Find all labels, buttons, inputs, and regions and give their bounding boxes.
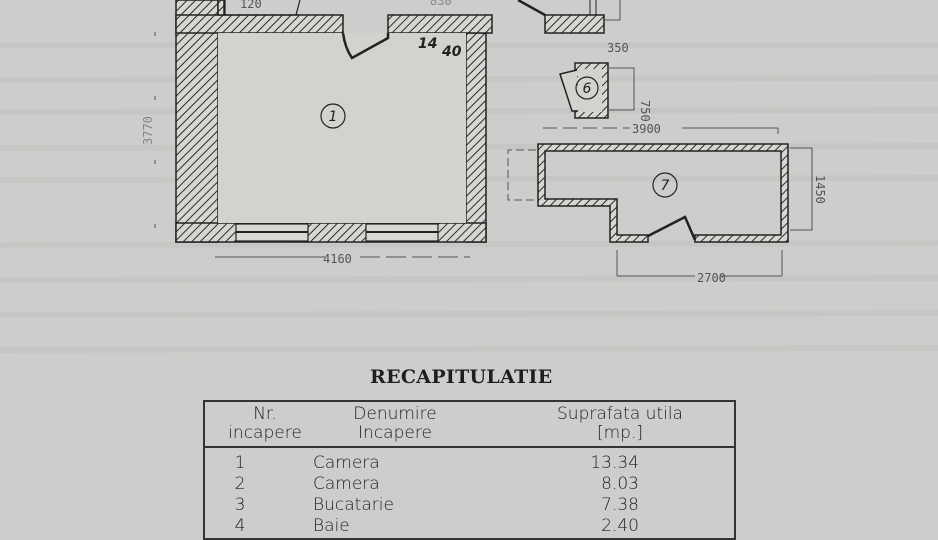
dim-40: 40 <box>441 44 462 60</box>
room-label-1: 1 <box>320 103 346 129</box>
dim-14: 14 <box>418 36 437 52</box>
svg-text:7: 7 <box>661 178 670 194</box>
room-1-floor <box>218 33 466 223</box>
windows <box>235 223 439 242</box>
summary-title: RECAPITULATIE <box>370 366 553 388</box>
dim-120: 120 <box>240 0 262 11</box>
floor-plan: 4160 3900 2700 350 750 1450 3770 830 120… <box>141 0 827 285</box>
header-area: Suprafata utila[mp.] <box>557 404 683 443</box>
dim-830: 830 <box>430 0 452 8</box>
room-label-6: 6 <box>575 76 599 100</box>
dim-2700: 2700 <box>697 271 726 285</box>
svg-text:1: 1 <box>329 109 338 125</box>
header-nr: Nr.incapere <box>228 404 302 443</box>
room-7-walls <box>537 143 789 243</box>
dim-750: 750 <box>638 100 652 122</box>
dim-1450: 1450 <box>813 175 827 204</box>
dim-3770: 3770 <box>141 116 155 145</box>
dim-350: 350 <box>607 41 629 55</box>
dim-4160: 4160 <box>323 252 352 266</box>
dim-3900: 3900 <box>632 122 661 136</box>
svg-text:6: 6 <box>583 81 592 97</box>
door <box>341 32 390 60</box>
room-label-7: 7 <box>652 172 678 198</box>
